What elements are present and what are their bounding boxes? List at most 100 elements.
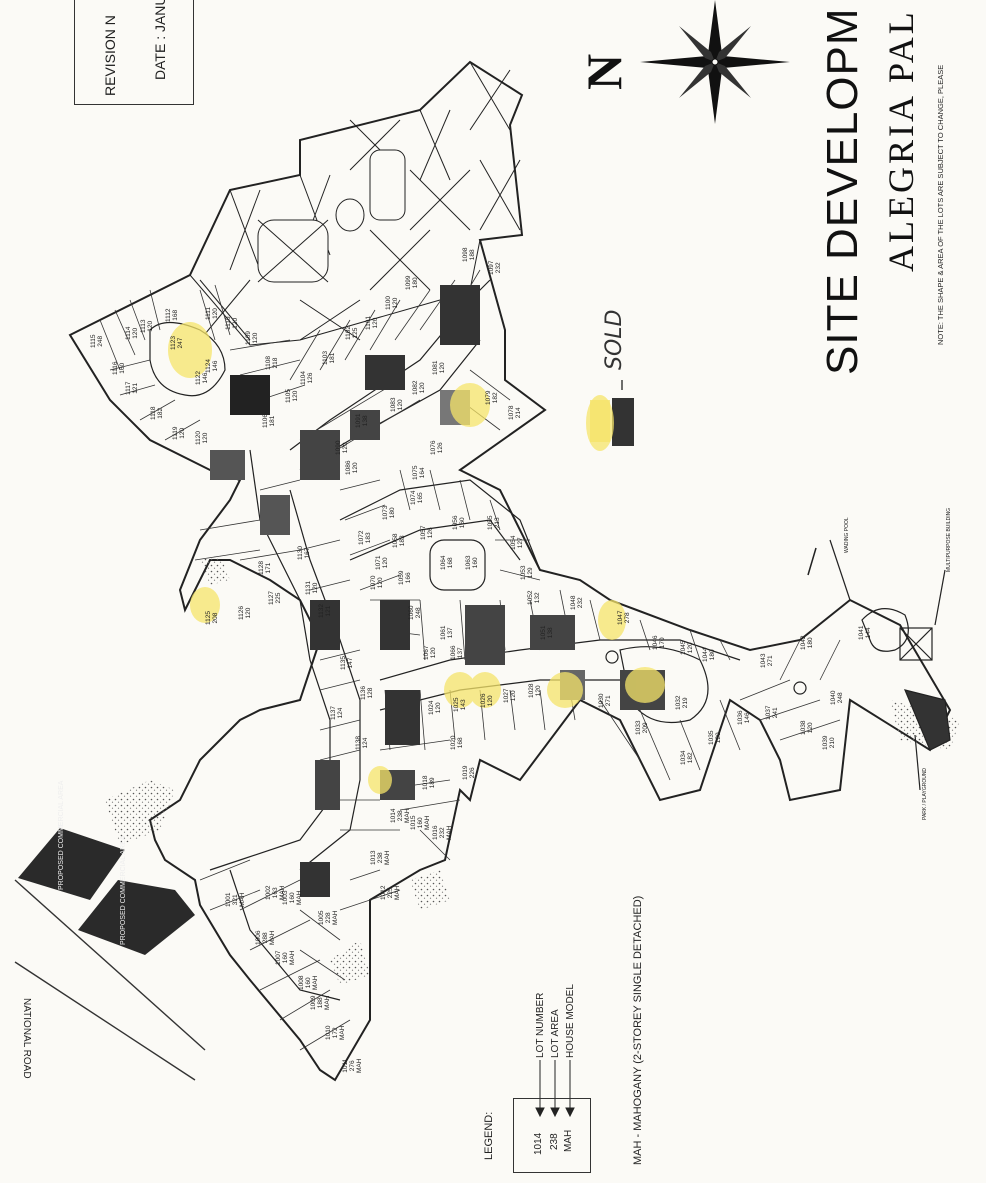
lot-lot: 1082 bbox=[412, 380, 419, 395]
lot-area: 180 bbox=[807, 637, 814, 649]
lot-lot: 1117 bbox=[125, 381, 132, 396]
lot-area: 160 bbox=[459, 517, 466, 529]
lot-model: MAH bbox=[296, 890, 303, 905]
lot-area: 183 bbox=[365, 532, 372, 544]
lot-area: 166 bbox=[405, 572, 412, 584]
lot-area: 124 bbox=[337, 707, 344, 719]
lot-lot: 1043 bbox=[760, 653, 767, 668]
lot-lot: 1027 bbox=[503, 688, 510, 703]
lot-area: 248 bbox=[97, 335, 104, 347]
lot-lot: 1015 bbox=[410, 815, 417, 830]
lot-area: 132 bbox=[534, 592, 541, 604]
lot-lot: 1137 bbox=[330, 706, 337, 720]
lot-area: 120 bbox=[147, 320, 154, 332]
legend-sample-area: 238 bbox=[549, 1133, 560, 1150]
lot-lot: 1111 bbox=[205, 306, 212, 320]
lot-lot: 1072 bbox=[358, 530, 365, 545]
lot-area: 181 bbox=[329, 352, 336, 364]
lot-area: 120 bbox=[439, 362, 446, 374]
lot-area: 160 bbox=[417, 817, 424, 829]
commercial-area-label-1: PROPOSED COMMERCIAL AREA bbox=[58, 780, 65, 890]
lot-area: 219 bbox=[682, 697, 689, 709]
lot-lot: 1128 bbox=[258, 561, 265, 575]
lot-area: 160 bbox=[305, 977, 312, 989]
lot-lot: 1009 bbox=[310, 995, 317, 1010]
lot-area: 120 bbox=[377, 577, 384, 589]
lot-lot: 1132 bbox=[318, 604, 325, 618]
lot-lot: 1053 bbox=[520, 565, 527, 580]
lot-area: 129 bbox=[527, 567, 534, 579]
lot-area: 120 bbox=[687, 642, 694, 654]
lot-area: 168 bbox=[172, 309, 179, 321]
lot-model: MAH bbox=[239, 892, 246, 907]
lot-area: 218 bbox=[272, 357, 279, 369]
lot-lot: 1026 bbox=[480, 693, 487, 708]
lot-area: 120 bbox=[342, 442, 349, 454]
lot-area: 214 bbox=[515, 407, 522, 419]
lot-lot: 1097 bbox=[488, 260, 495, 275]
lot-lot: 1054 bbox=[510, 535, 517, 550]
national-road-label: NATIONAL ROAD bbox=[21, 998, 32, 1079]
lot-lot: 1073 bbox=[382, 505, 389, 520]
lot-area: 125 bbox=[352, 327, 359, 339]
lot-model: MAH bbox=[384, 850, 391, 865]
lot-lot: 1014 bbox=[390, 808, 397, 823]
lot-area: 120 bbox=[392, 297, 399, 309]
lot-area: 146 bbox=[744, 712, 751, 724]
lot-lot: 1122 bbox=[195, 371, 202, 385]
park-label: PARK / PLAYGROUND bbox=[922, 767, 928, 820]
lot-lot: 1109 bbox=[245, 331, 252, 345]
lot-lot: 1036 bbox=[737, 710, 744, 725]
lot-area: 225 bbox=[387, 887, 394, 899]
lot-lot: 1048 bbox=[570, 595, 577, 610]
legend-lot-number: LOT NUMBER bbox=[535, 992, 546, 1058]
lot-lot: 1024 bbox=[428, 700, 435, 715]
lot-lot: 1061 bbox=[440, 625, 447, 640]
lot-lot: 1016 bbox=[432, 825, 439, 840]
lot-lot: 1052 bbox=[527, 590, 534, 605]
lot-area: 160 bbox=[289, 892, 296, 904]
lot-lot: 1113 bbox=[140, 319, 147, 334]
lot-area: 120 bbox=[487, 695, 494, 707]
lot-lot: 1074 bbox=[410, 490, 417, 505]
lot-area: 232 bbox=[495, 262, 502, 274]
lot-lot: 1071 bbox=[375, 555, 382, 570]
lot-area: 120 bbox=[715, 732, 722, 744]
compass-icon bbox=[640, 0, 790, 124]
lot-area: 165 bbox=[417, 492, 424, 504]
lot-lot: 1131 bbox=[305, 581, 312, 595]
lot-lot: 1120 bbox=[195, 431, 202, 445]
lot-model: MAH bbox=[324, 995, 331, 1010]
legend-title: LEGEND: bbox=[483, 1111, 495, 1160]
lot-lot: 1012 bbox=[380, 885, 387, 900]
lot-model: MAH bbox=[339, 1025, 346, 1040]
lot-area: 271 bbox=[605, 695, 612, 707]
lot-lot: 1033 bbox=[635, 720, 642, 735]
